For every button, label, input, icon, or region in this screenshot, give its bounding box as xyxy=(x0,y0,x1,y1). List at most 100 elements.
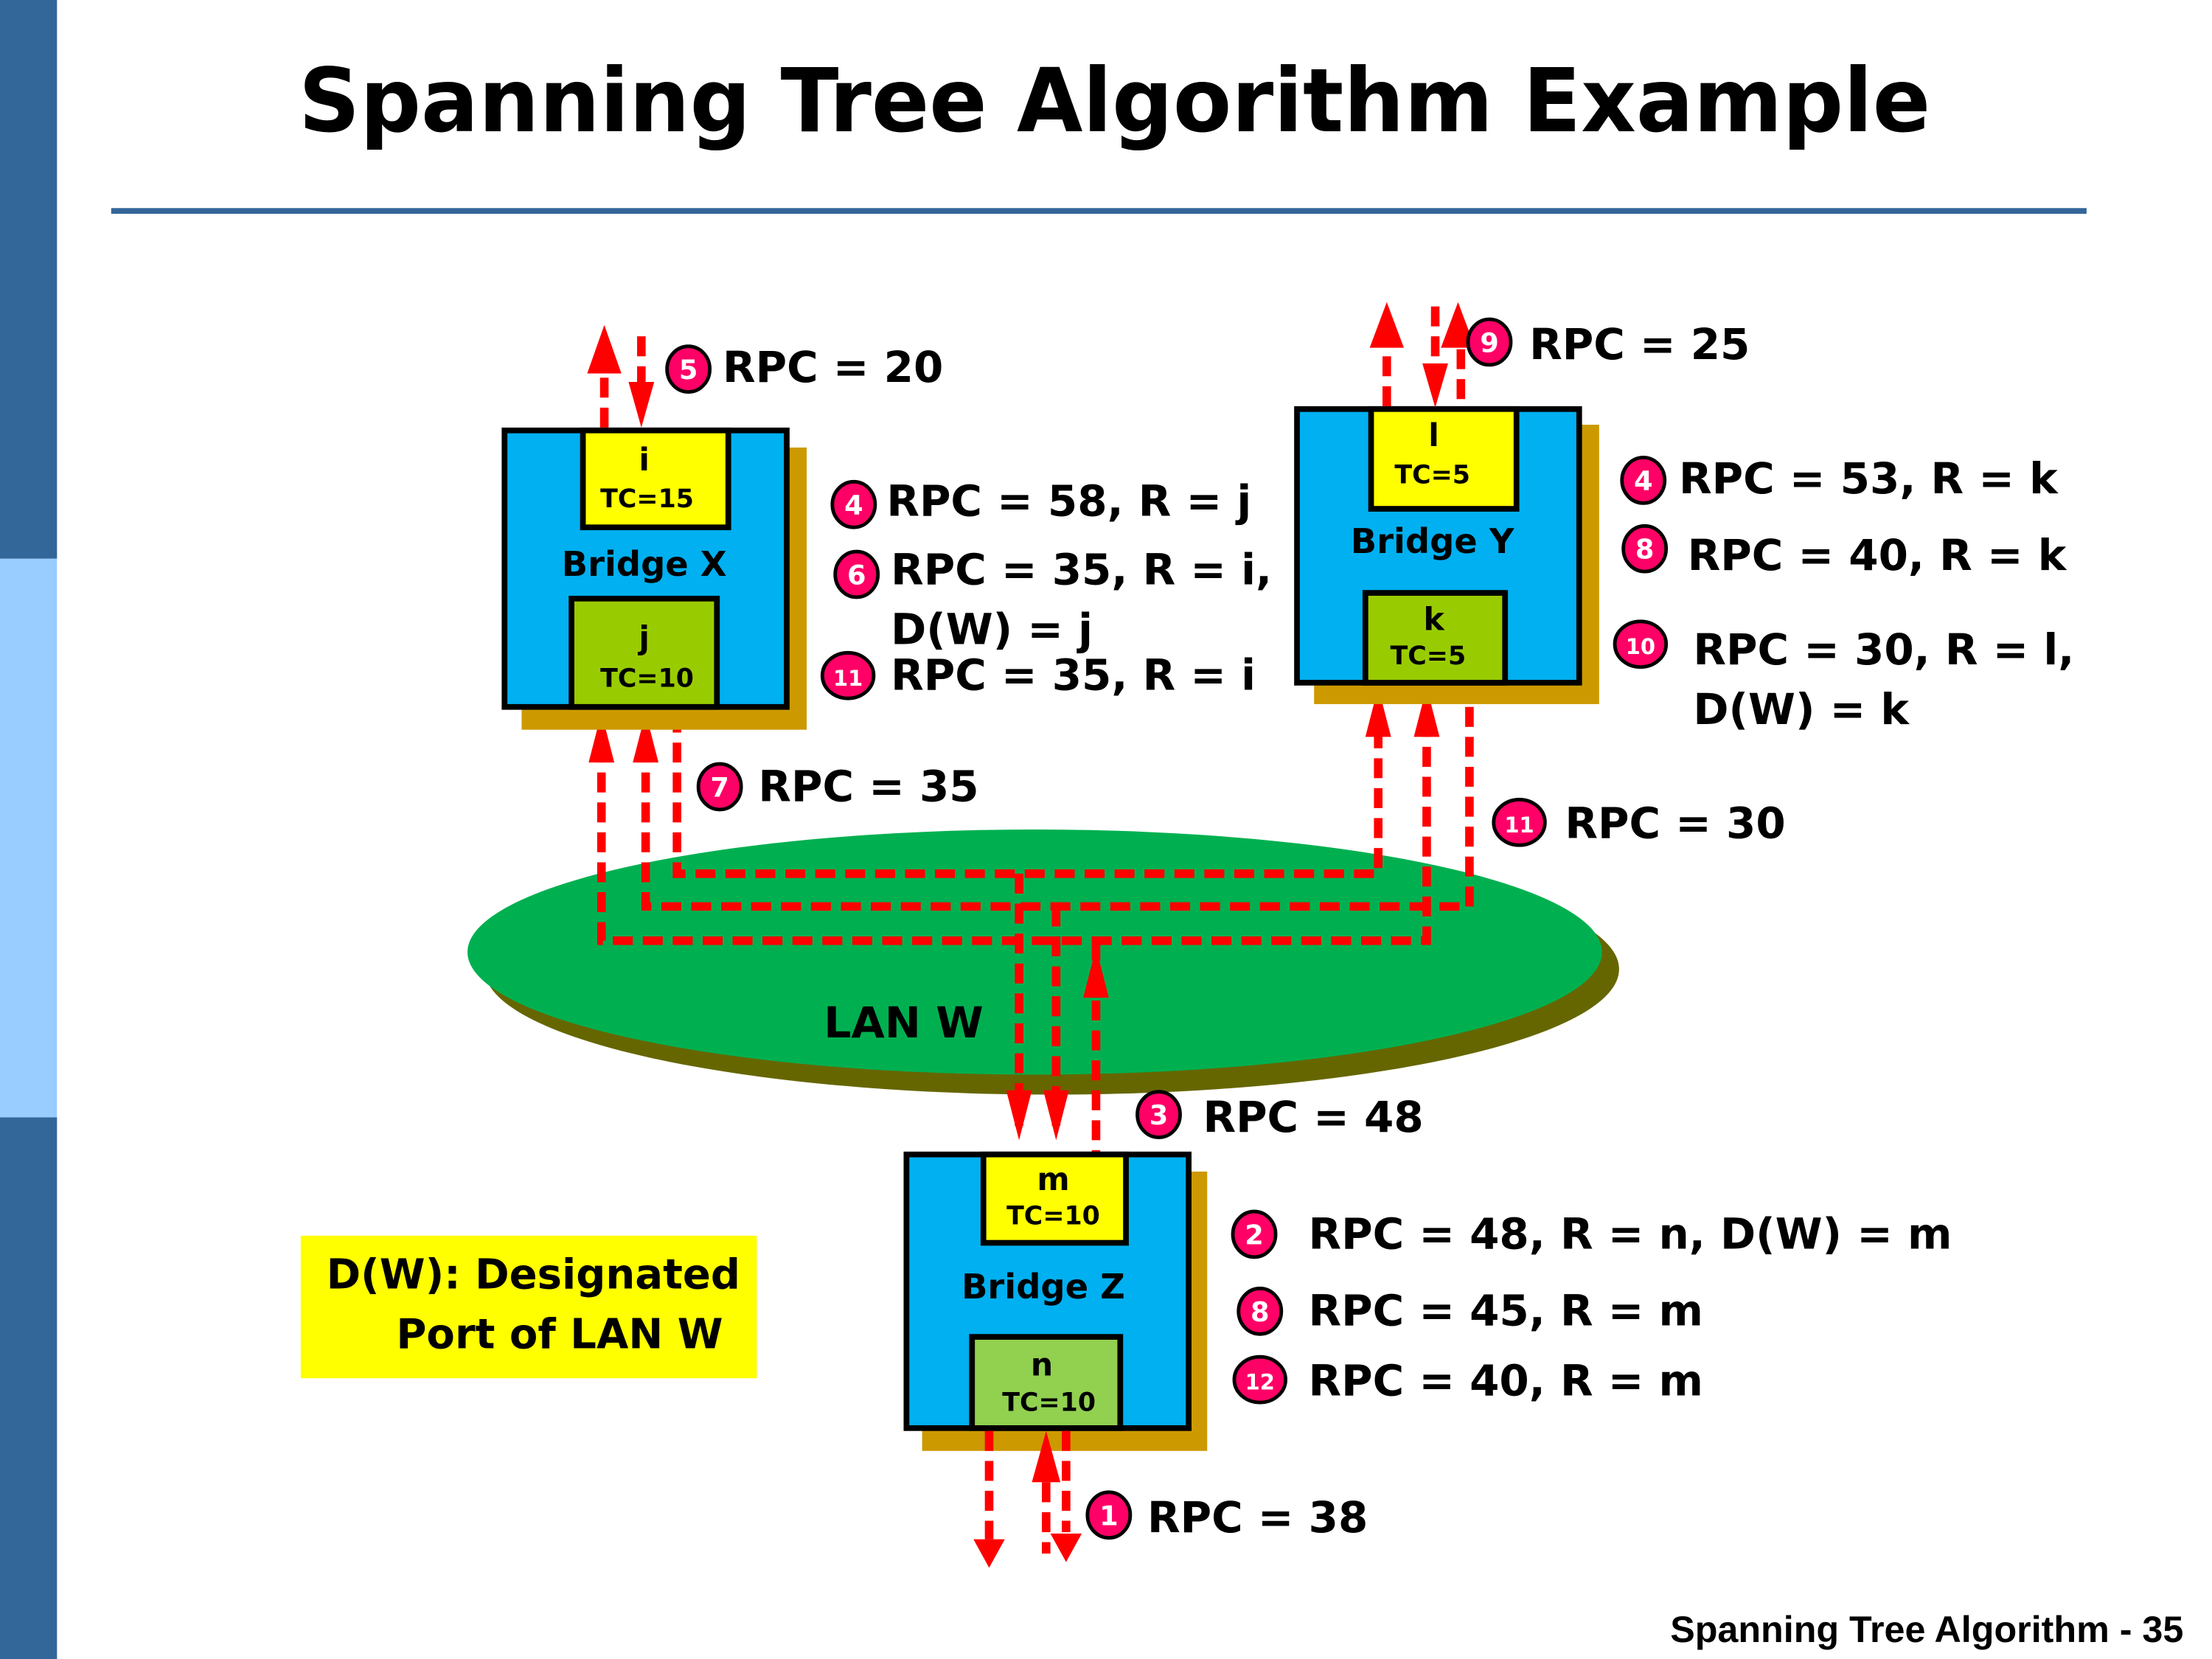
arrow-up-y-top-1 xyxy=(1369,302,1404,348)
bridge-y-top-step-number: 9 xyxy=(1480,327,1499,358)
bridge-z-top-step-number: 3 xyxy=(1150,1099,1169,1131)
bridge-z-bottom-step-number: 1 xyxy=(1099,1500,1119,1531)
port-n[interactable] xyxy=(969,1334,1124,1431)
port-i[interactable] xyxy=(580,427,731,531)
path-j-to-k xyxy=(672,712,1382,878)
arrow-down-z-1 xyxy=(973,1539,1005,1568)
bridge-x-side-2-text: RPC = 35, R = i, xyxy=(891,545,1272,595)
bridge-x-side-1-step-number: 4 xyxy=(844,490,863,521)
bridge-x-label: Bridge X xyxy=(562,544,727,584)
bridge-x-top-step-number: 5 xyxy=(679,354,698,386)
arrow-up-j2 xyxy=(633,712,659,763)
bridge-y-side-3-text-line2: D(W) = k xyxy=(1693,684,1910,734)
bridge-x-side-2-step-badge: 6 xyxy=(833,549,880,599)
port-j-tc: TC=10 xyxy=(600,664,694,694)
bridge-z-side-1-step-badge: 2 xyxy=(1231,1209,1278,1259)
legend-line-1: D(W): Designated xyxy=(327,1251,740,1298)
port-l-tc: TC=5 xyxy=(1394,460,1470,490)
bridge-x[interactable]: i TC=15 Bridge X j TC=10 xyxy=(501,427,807,730)
bridge-z-bottom-step-badge: 1 xyxy=(1085,1490,1133,1540)
port-k-tc: TC=5 xyxy=(1391,641,1467,671)
arrow-down-z-2 xyxy=(1050,1533,1082,1562)
bridge-y-top-arrows xyxy=(1382,306,1466,406)
bridge-x-side-2-step-number: 6 xyxy=(847,560,866,591)
legend-box: D(W): Designated Port of LAN W xyxy=(300,1235,757,1379)
port-k[interactable] xyxy=(1362,590,1509,686)
bridge-x-bottom-text: RPC = 35 xyxy=(758,761,978,811)
bridge-z-side-1-text: RPC = 48, R = n, D(W) = m xyxy=(1308,1208,1952,1259)
bridge-y-side-2-step-number: 8 xyxy=(1635,534,1655,566)
bridge-x-side-1-text: RPC = 58, R = j xyxy=(886,476,1251,526)
bridge-y-bottom-text: RPC = 30 xyxy=(1565,799,1785,849)
port-m-label: m xyxy=(1037,1162,1069,1198)
bridge-z-side-3-text: RPC = 40, R = m xyxy=(1308,1355,1703,1405)
arrow-up-k2 xyxy=(1413,686,1440,737)
bridge-y-side-3-step-number: 10 xyxy=(1626,634,1655,659)
sidebar-accent xyxy=(0,0,58,1659)
port-i-label: i xyxy=(639,442,650,479)
bridge-y-top-step-badge: 9 xyxy=(1466,317,1513,367)
port-l-label: l xyxy=(1428,418,1439,454)
arrow-up-y-top-2 xyxy=(1441,302,1475,348)
arrow-up-lan xyxy=(1083,947,1109,998)
bridge-y-side-3-step-badge: 10 xyxy=(1613,619,1669,669)
arrow-down-x-top xyxy=(628,382,655,428)
bridge-z[interactable]: m TC=10 Bridge Z n TC=10 xyxy=(903,1151,1208,1451)
bridge-z-top-step-badge: 3 xyxy=(1135,1090,1182,1139)
arrow-down-m2 xyxy=(1043,1090,1069,1141)
slide-footer: Spanning Tree Algorithm - 35 xyxy=(1670,1609,2183,1650)
path-j3-to-k3 xyxy=(597,684,1431,945)
bridge-x-bottom-step-number: 7 xyxy=(710,772,729,804)
port-m[interactable] xyxy=(980,1151,1129,1246)
port-n-tc: TC=10 xyxy=(1002,1388,1096,1418)
lan-arrowheads xyxy=(588,686,1440,1141)
port-j-label: j xyxy=(637,621,650,657)
bridge-x-side-1-step-badge: 4 xyxy=(830,479,877,529)
port-n-label: n xyxy=(1031,1347,1053,1383)
lan-w: LAN W xyxy=(467,830,1619,1095)
bridge-z-bottom-arrows xyxy=(984,1430,1071,1554)
bridge-x-side-3-text: RPC = 35, R = i xyxy=(891,650,1256,700)
arrow-up-j1 xyxy=(588,712,615,763)
bridge-x-side-3-step-number: 11 xyxy=(833,666,863,691)
bridge-y-bottom-step-badge: 11 xyxy=(1492,797,1547,847)
bridge-x-bottom-step-badge: 7 xyxy=(696,762,743,812)
bridge-x-top-arrows xyxy=(599,336,646,428)
bridge-y-side-3-text: RPC = 30, R = l, xyxy=(1693,625,2074,675)
bridge-z-side-2-step-badge: 8 xyxy=(1237,1287,1284,1336)
bridge-z-bottom-text: RPC = 38 xyxy=(1147,1492,1368,1543)
bridge-y-top-text: RPC = 25 xyxy=(1529,319,1750,369)
title-rule xyxy=(111,208,2087,214)
bridge-x-side-2-text-line2: D(W) = j xyxy=(891,605,1093,655)
bridge-z-side-2-text: RPC = 45, R = m xyxy=(1308,1286,1703,1336)
bridge-y[interactable]: l TC=5 Bridge Y k TC=5 xyxy=(1294,406,1599,704)
lan-label: LAN W xyxy=(824,998,983,1048)
arrow-down-m1 xyxy=(1006,1090,1032,1141)
bridge-x-side-3-step-badge: 11 xyxy=(820,650,876,700)
arrow-down-y-top xyxy=(1422,363,1448,408)
arrow-up-z xyxy=(1032,1430,1061,1483)
bridge-z-side-3-step-number: 12 xyxy=(1245,1370,1275,1395)
port-j[interactable] xyxy=(568,595,720,710)
bridge-z-label: Bridge Z xyxy=(961,1267,1125,1307)
bridge-x-top-step-badge: 5 xyxy=(665,344,712,394)
bridge-y-side-2-step-badge: 8 xyxy=(1621,524,1669,574)
port-i-tc: TC=15 xyxy=(600,484,694,514)
bridge-y-side-1-step-badge: 4 xyxy=(1620,456,1667,505)
bridge-z-side-1-step-number: 2 xyxy=(1245,1220,1264,1251)
arrow-up-k1 xyxy=(1365,686,1391,737)
lan-paths xyxy=(597,684,1474,1155)
port-l[interactable] xyxy=(1368,406,1520,512)
bridge-y-side-2-text: RPC = 40, R = k xyxy=(1688,530,2067,580)
legend-line-2: Port of LAN W xyxy=(396,1311,723,1359)
bridge-y-side-1-text: RPC = 53, R = k xyxy=(1679,453,2059,504)
bridge-x-top-text: RPC = 20 xyxy=(723,342,943,392)
arrow-up-x-top xyxy=(587,324,622,374)
bridge-y-label: Bridge Y xyxy=(1351,521,1515,561)
bridge-z-side-3-step-badge: 12 xyxy=(1232,1354,1287,1405)
port-m-tc: TC=10 xyxy=(1006,1201,1100,1231)
slide-title: Spanning Tree Algorithm Example xyxy=(299,50,1930,153)
bridge-y-side-1-step-number: 4 xyxy=(1634,465,1653,497)
bridge-z-top-text: RPC = 48 xyxy=(1203,1092,1423,1142)
